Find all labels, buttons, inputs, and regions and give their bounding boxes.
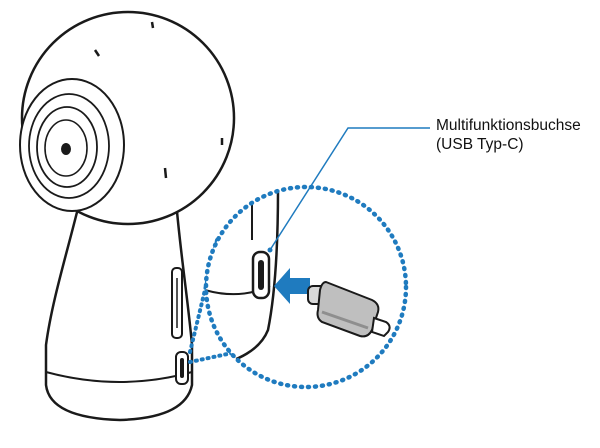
usb-c-plug-body — [316, 280, 380, 338]
zoom-usb-port-inner — [258, 260, 264, 290]
camera-handle — [44, 198, 194, 422]
sphere-mark-top — [93, 49, 101, 57]
zoom-circle-outline — [203, 184, 409, 390]
callout-leader-dot — [267, 247, 273, 253]
usb-c-plug — [307, 280, 391, 338]
callout-label-line1: Multifunktionsbuchse — [436, 117, 581, 134]
usb-c-cable — [370, 316, 391, 338]
callout-label: Multifunktionsbuchse (USB Typ-C) — [436, 116, 581, 154]
sphere-mark-lower — [163, 167, 168, 179]
sphere-mark-top-right — [150, 21, 155, 29]
lens-center — [61, 143, 71, 155]
arrow-left-icon — [274, 268, 310, 304]
zoom-connector-line-top — [188, 234, 220, 354]
callout-leader-line — [269, 127, 430, 251]
usb-c-plug-shade — [321, 310, 369, 330]
callout-label-line2: (USB Typ-C) — [436, 136, 524, 153]
camera — [19, 10, 236, 422]
handle-usb-port-inner — [180, 358, 184, 378]
